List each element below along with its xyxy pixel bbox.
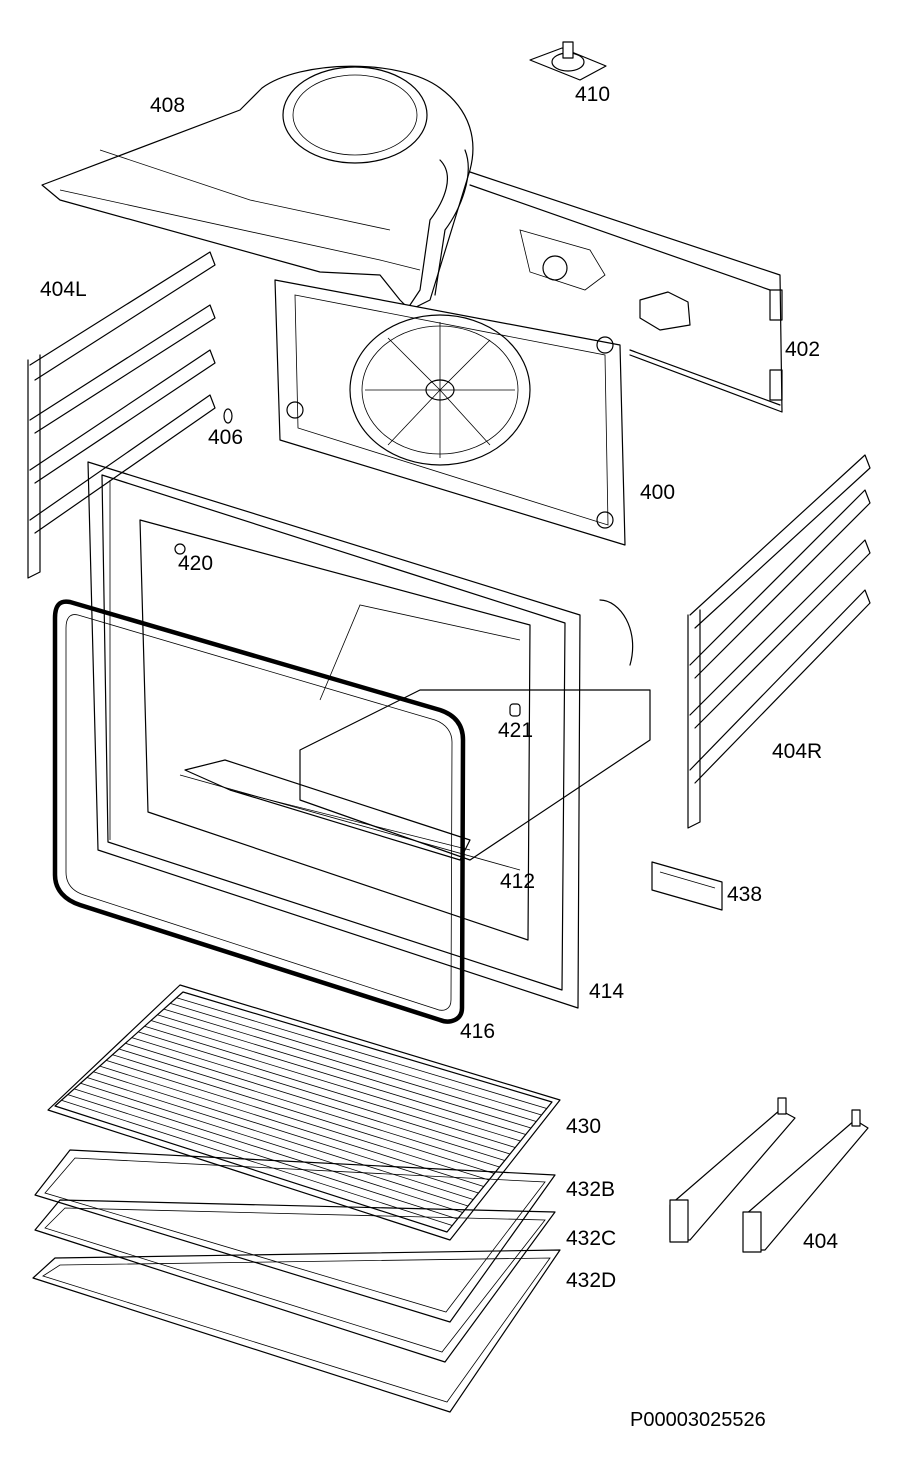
label-404L: 404L [40,278,87,301]
label-410: 410 [575,83,610,106]
rack-wire [125,1042,505,1161]
part-404-telescopic-runners [669,1097,869,1253]
label-432B: 432B [566,1178,615,1201]
rack-wire [170,1003,542,1116]
rack-wire [80,1082,469,1207]
rack-wire [112,1054,495,1174]
label-420: 420 [178,552,213,575]
label-414: 414 [589,980,624,1003]
part-404L-left-rails [27,251,216,579]
label-421: 421 [498,719,533,742]
part-421-lamp-holder [509,703,521,717]
part-414-oven-cavity [87,461,651,1009]
part-402-rear-panel [469,171,783,413]
part-404R-right-rails [687,454,871,829]
label-416: 416 [460,1020,495,1043]
rack-wire [138,1031,516,1148]
rack-wire [74,1088,463,1213]
label-432D: 432D [566,1269,616,1292]
part-432C-tray [34,1199,556,1363]
part-430-wire-rack [47,984,561,1241]
part-438-bracket [651,861,723,911]
label-430: 430 [566,1115,601,1138]
label-412: 412 [500,870,535,893]
rack-wire [118,1048,500,1168]
label-400: 400 [640,481,675,504]
rack-wire [93,1071,479,1194]
part-412-shelf-frame [184,759,471,861]
part-432D-tray [32,1249,561,1413]
label-404: 404 [803,1230,838,1253]
label-432C: 432C [566,1227,616,1250]
rack-wire [67,1094,458,1220]
label-408: 408 [150,94,185,117]
rack-wire [99,1065,484,1187]
rack-wire [144,1025,521,1142]
rack-wire [157,1014,532,1129]
part-400-back-wall-fan [274,279,626,546]
drawing-code: P00003025526 [630,1409,766,1431]
label-438: 438 [727,883,762,906]
part-416-door-seal [52,599,466,1024]
rack-wire [176,997,547,1109]
rack-wire [61,1099,453,1226]
rack-wire [163,1008,537,1122]
rack-wire [106,1060,490,1181]
label-404R: 404R [772,740,822,763]
rack-wire [150,1020,526,1135]
rack-wire [131,1037,511,1155]
part-410-motor-mount [529,41,607,81]
rack-wire [86,1077,474,1200]
label-406: 406 [208,426,243,449]
part-432B-tray [34,1149,556,1323]
part-420-screw [174,543,186,555]
part-408-fan-cover [41,65,474,311]
label-402: 402 [785,338,820,361]
part-406-clip [223,408,233,424]
